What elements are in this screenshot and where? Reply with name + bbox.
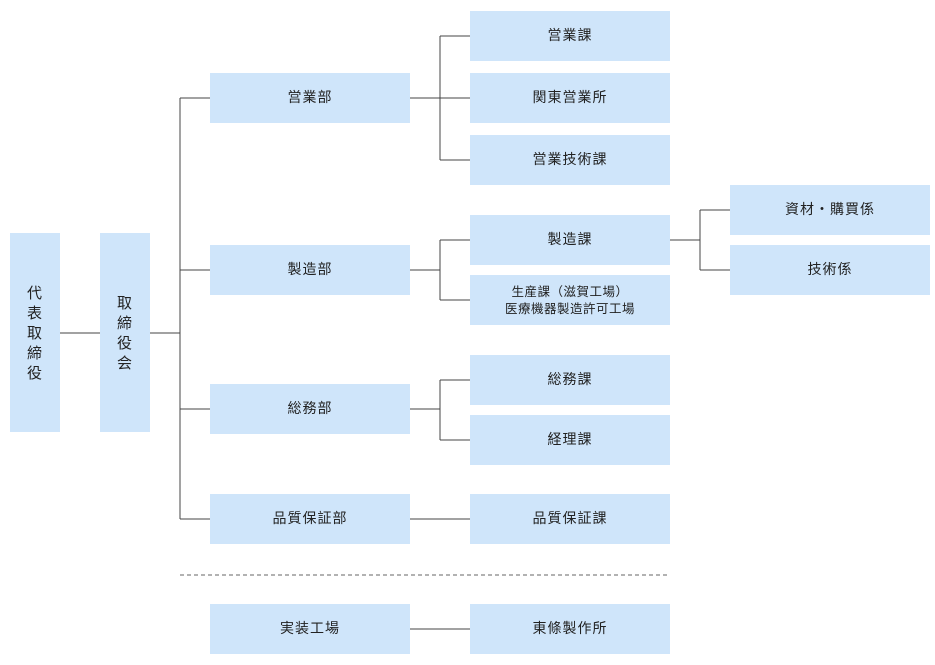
ga-dept-label: 総務部 — [287, 400, 333, 417]
ga-section-label: 総務課 — [547, 371, 593, 388]
sales-section-label: 営業課 — [547, 27, 593, 44]
board-label: 取締役会 — [117, 293, 134, 372]
qa-section-box: 品質保証課 — [470, 494, 670, 544]
mfg-section-box: 製造課 — [470, 215, 670, 265]
production-section-label-line2: 医療機器製造許可工場 — [504, 301, 635, 316]
ga-dept-box: 総務部 — [210, 384, 410, 434]
qa-dept-box: 品質保証部 — [210, 494, 410, 544]
accounting-section-box: 経理課 — [470, 415, 670, 465]
accounting-section-label: 経理課 — [547, 431, 593, 448]
tojo-works-box: 東條製作所 — [470, 604, 670, 654]
tech-unit-box: 技術係 — [730, 245, 930, 295]
assembly-factory-label: 実装工場 — [280, 620, 340, 637]
materials-purchasing-box: 資材・購買係 — [730, 185, 930, 235]
sales-tech-section-box: 営業技術課 — [470, 135, 670, 185]
kanto-office-label: 関東営業所 — [532, 89, 608, 106]
sales-section-box: 営業課 — [470, 11, 670, 61]
production-section-box: 生産課（滋賀工場） 医療機器製造許可工場 — [470, 275, 670, 325]
mfg-section-label: 製造課 — [547, 231, 593, 248]
ceo-box: 代表取締役 — [10, 233, 60, 432]
sales-tech-section-label: 営業技術課 — [532, 151, 608, 168]
ceo-label: 代表取締役 — [27, 283, 44, 382]
mfg-dept-label: 製造部 — [287, 261, 333, 278]
qa-dept-label: 品質保証部 — [272, 510, 348, 527]
kanto-office-box: 関東営業所 — [470, 73, 670, 123]
board-box: 取締役会 — [100, 233, 150, 432]
production-section-label-line1: 生産課（滋賀工場） — [511, 284, 629, 299]
ga-section-box: 総務課 — [470, 355, 670, 405]
sales-dept-label: 営業部 — [287, 89, 333, 106]
materials-purchasing-label: 資材・購買係 — [785, 201, 875, 218]
mfg-dept-box: 製造部 — [210, 245, 410, 295]
sales-dept-box: 営業部 — [210, 73, 410, 123]
tech-unit-label: 技術係 — [807, 261, 853, 278]
assembly-factory-box: 実装工場 — [210, 604, 410, 654]
tojo-works-label: 東條製作所 — [532, 620, 608, 637]
qa-section-label: 品質保証課 — [532, 510, 608, 527]
